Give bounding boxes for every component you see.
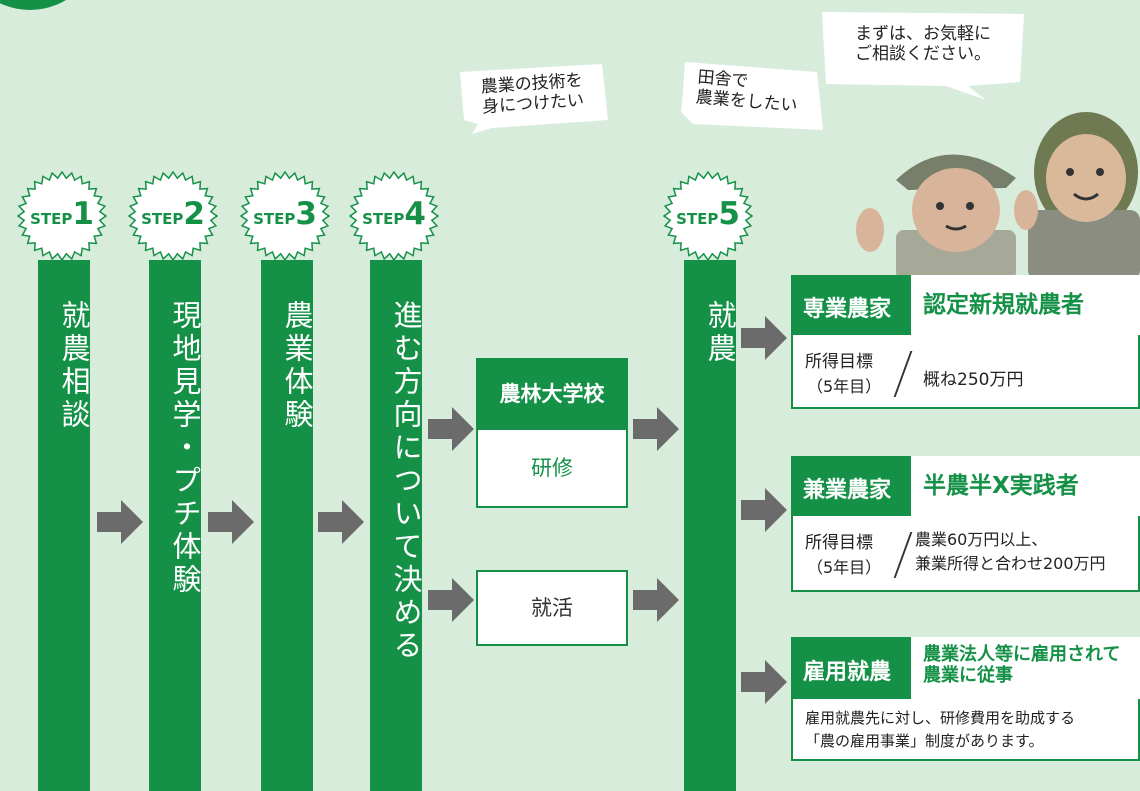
speech-bubble-consult: まずは、お気軽に ご相談ください。	[818, 8, 1028, 100]
outcome-type: 兼業農家	[803, 478, 892, 503]
goal-value: 農業60万円以上、 兼業所得と合わせ200万円	[915, 528, 1106, 576]
bubble-line: ご相談ください。	[855, 44, 991, 65]
outcome-title: 農業法人等に雇用されて 農業に従事	[911, 637, 1140, 699]
arrow-right-icon	[318, 500, 364, 544]
step4-text: 進む方向について決める	[389, 300, 423, 663]
step1-text: 就農相談	[57, 300, 91, 432]
training-box: 研修	[476, 428, 628, 508]
fulltime-farmer-info: 所得目標 （5年目） 概ね250万円	[791, 335, 1140, 409]
starburst-shape	[17, 171, 107, 261]
step4-column	[370, 260, 422, 791]
step-label: STEP	[30, 210, 73, 228]
fulltime-farmer-header: 専業農家 認定新規就農者	[791, 275, 1140, 335]
goal-value-line: 兼業所得と合わせ200万円	[915, 554, 1106, 573]
step3-text: 農業体験	[280, 300, 314, 432]
step-number: 5	[718, 196, 740, 232]
step-number: 2	[183, 196, 205, 232]
job-hunting-box: 就活	[476, 570, 628, 646]
slash-divider	[893, 351, 913, 397]
outcome-type: 専業農家	[803, 297, 892, 322]
arrow-right-icon	[741, 488, 787, 532]
step1-column	[38, 260, 90, 791]
starburst-shape	[663, 171, 753, 261]
step2-column	[149, 260, 201, 791]
university-box: 農林大学校	[476, 358, 628, 430]
step4-badge: STEP4	[349, 171, 439, 261]
corner-decoration	[0, 0, 100, 10]
goal-value-line: 農業60万円以上、	[915, 530, 1048, 549]
goal-label: 所得目標	[805, 352, 873, 372]
starburst-shape	[240, 171, 330, 261]
note-line: 「農の雇用事業」制度があります。	[805, 731, 1044, 750]
step-label: STEP	[676, 210, 719, 228]
bubble-line: まずは、お気軽に	[855, 24, 991, 44]
step5-badge: STEP5	[663, 171, 753, 261]
step-number: 4	[404, 196, 426, 232]
employed-farming-header: 雇用就農 農業法人等に雇用されて 農業に従事	[791, 637, 1140, 699]
step-number: 1	[72, 196, 94, 232]
starburst-shape	[349, 171, 439, 261]
step3-column	[261, 260, 313, 791]
farmers-illustration	[856, 112, 1140, 275]
speech-bubble-countryside: 田舎で 農業をしたい	[675, 58, 827, 136]
starburst-shape	[128, 171, 218, 261]
outcome-title-line: 農業法人等に雇用されて	[923, 644, 1121, 665]
goal-sub: （5年目）	[807, 558, 882, 577]
arrow-right-icon	[633, 407, 679, 451]
step2-badge: STEP2	[128, 171, 218, 261]
outcome-title-line: 農業に従事	[923, 664, 1013, 686]
outcome-title: 半農半X実践者	[911, 456, 1140, 516]
step3-badge: STEP3	[240, 171, 330, 261]
parttime-farmer-header: 兼業農家 半農半X実践者	[791, 456, 1140, 516]
speech-bubble-skills: 農業の技術を 身につけたい	[452, 62, 612, 134]
employed-farming-note: 雇用就農先に対し、研修費用を助成する 「農の雇用事業」制度があります。	[791, 699, 1140, 761]
step1-badge: STEP1	[17, 171, 107, 261]
step-label: STEP	[253, 210, 296, 228]
slash-divider	[893, 532, 913, 578]
arrow-right-icon	[97, 500, 143, 544]
arrow-right-icon	[741, 316, 787, 360]
arrow-right-icon	[428, 407, 474, 451]
step5-column	[684, 260, 736, 791]
step-label: STEP	[141, 210, 184, 228]
outcome-type: 雇用就農	[803, 660, 892, 685]
goal-label: 所得目標	[805, 533, 873, 553]
goal-sub: （5年目）	[807, 377, 882, 396]
step2-text: 現地見学・プチ体験	[168, 300, 202, 597]
step-label: STEP	[362, 210, 405, 228]
step5-text: 就農	[703, 300, 737, 366]
goal-value: 概ね250万円	[923, 370, 1024, 390]
step-number: 3	[295, 196, 317, 232]
note-line: 雇用就農先に対し、研修費用を助成する	[805, 709, 1076, 727]
arrow-right-icon	[208, 500, 254, 544]
arrow-right-icon	[633, 578, 679, 622]
parttime-farmer-info: 所得目標 （5年目） 農業60万円以上、 兼業所得と合わせ200万円	[791, 516, 1140, 592]
outcome-title: 認定新規就農者	[911, 275, 1140, 335]
arrow-right-icon	[428, 578, 474, 622]
arrow-right-icon	[741, 660, 787, 704]
